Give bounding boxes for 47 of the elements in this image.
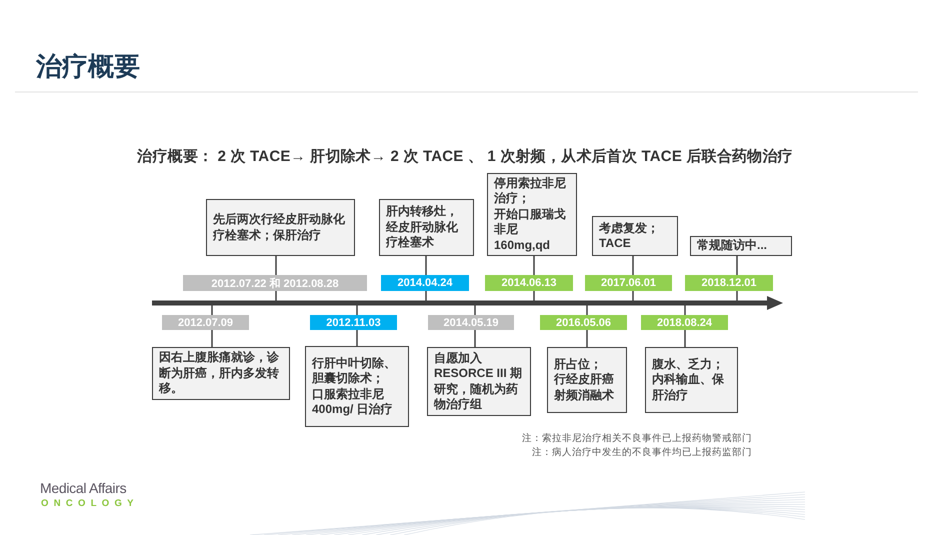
connector-line	[632, 256, 634, 275]
date-bar: 2014.06.13	[485, 275, 573, 291]
date-bar: 2018.08.24	[641, 315, 728, 330]
date-bar: 2012.07.22 和 2012.08.28	[183, 275, 367, 291]
timeline-arrow	[152, 296, 783, 310]
connector-line	[736, 256, 738, 275]
department-name: Medical Affairs	[40, 480, 126, 497]
event-box: 肝内转移灶，经皮肝动脉化疗栓塞术	[379, 199, 474, 256]
footnote: 注：病人治疗中发生的不良事件均已上报药监部门	[532, 446, 752, 459]
date-bar: 2012.07.09	[162, 315, 249, 330]
department-subtitle: ONCOLOGY	[41, 498, 139, 509]
date-bar: 2014.04.24	[381, 275, 469, 291]
connector-line	[356, 330, 358, 346]
event-box: 常规随访中...	[690, 236, 792, 256]
connector-line	[533, 256, 535, 275]
connector-line	[425, 291, 427, 300]
connector-line	[586, 306, 588, 315]
footnote: 注：索拉非尼治疗相关不良事件已上报药物警戒部门	[522, 432, 752, 445]
event-box: 腹水、乏力； 内科输血、保肝治疗	[645, 347, 738, 413]
summary-heading: 治疗概要： 2 次 TACE→ 肝切除术→ 2 次 TACE 、 1 次射频，从术后首次 TACE 后联合药物治疗	[137, 147, 793, 167]
connector-line	[275, 291, 277, 300]
event-box: 先后两次行经皮肝动脉化疗栓塞术；保肝治疗	[206, 199, 355, 256]
connector-line	[211, 306, 213, 315]
connector-line	[632, 291, 634, 300]
connector-line	[356, 306, 358, 315]
connector-line	[474, 330, 476, 347]
connector-line	[474, 306, 476, 315]
connector-line	[425, 256, 427, 275]
date-bar: 2017.06.01	[585, 275, 672, 291]
date-bar: 2012.11.03	[310, 315, 397, 330]
date-bar: 2018.12.01	[685, 275, 773, 291]
connector-line	[533, 291, 535, 300]
event-box: 肝占位； 行经皮肝癌射频消融术	[547, 347, 627, 413]
date-bar: 2016.05.06	[540, 315, 627, 330]
connector-line	[275, 256, 277, 275]
connector-line	[211, 330, 213, 347]
page-title: 治疗概要	[36, 50, 140, 83]
connector-line	[736, 291, 738, 300]
event-box: 考虑复发；TACE	[592, 216, 678, 256]
connector-line	[684, 330, 686, 347]
event-box: 自愿加入RESORCE III 期研究，随机为药物治疗组	[427, 347, 531, 416]
connector-line	[684, 306, 686, 315]
connector-line	[586, 330, 588, 347]
date-bar: 2014.05.19	[428, 315, 514, 330]
event-box: 停用索拉非尼治疗； 开始口服瑞戈非尼160mg,qd	[487, 173, 577, 256]
event-box: 因右上腹胀痛就诊，诊断为肝癌，肝内多发转移。	[152, 347, 290, 400]
event-box: 行肝中叶切除、胆囊切除术； 口服索拉非尼400mg/ 日治疗	[305, 346, 409, 427]
